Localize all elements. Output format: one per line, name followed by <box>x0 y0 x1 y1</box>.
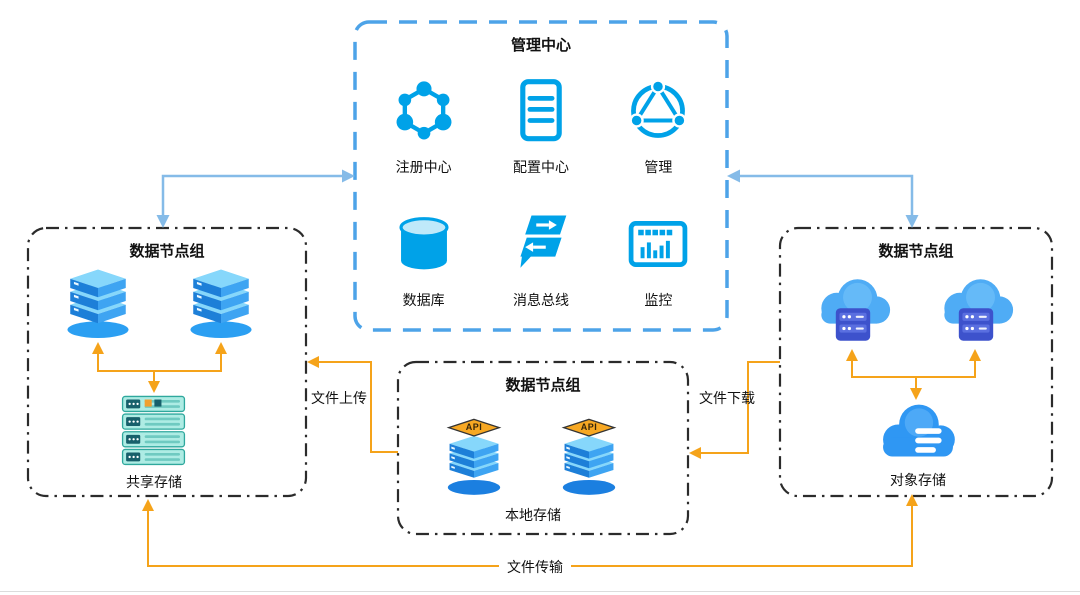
management-label: 管理 <box>644 158 673 175</box>
database-icon <box>386 206 462 282</box>
management-left-link <box>156 169 355 228</box>
center-group-title: 数据节点组 <box>505 377 581 394</box>
right-storage-server2-link <box>916 349 981 378</box>
center-data-node-group-box: 数据节点组 API API 本地存储 <box>398 362 688 534</box>
management-center-box: 管理中心 注册中心 配置中心 管理 数据库 消息总线 <box>355 22 727 330</box>
monitor-icon <box>620 206 696 282</box>
file-download-label: 文件下载 <box>699 390 755 406</box>
registry-label: 注册中心 <box>395 158 452 175</box>
right-group-title: 数据节点组 <box>878 243 954 260</box>
server-icon <box>184 262 258 340</box>
management-center-title: 管理中心 <box>510 37 571 54</box>
api-server-icon: API <box>439 415 509 497</box>
left-group-border <box>26 226 308 498</box>
management-right-link <box>727 169 919 228</box>
message-bus-label: 消息总线 <box>512 291 569 308</box>
left-data-node-group-box: 数据节点组 共享存储 <box>28 228 306 496</box>
right-data-node-group-box: 数据节点组 对象存储 <box>780 228 1052 496</box>
center-group-border <box>396 360 690 536</box>
right-storage-server1-link <box>846 349 922 400</box>
management-icon <box>620 73 696 149</box>
object-storage-label: 对象存储 <box>890 472 946 488</box>
management-icon-grid: 注册中心 配置中心 管理 数据库 消息总线 监控 <box>365 58 717 324</box>
database-label: 数据库 <box>402 291 445 308</box>
mgmt-item-config: 配置中心 <box>482 58 599 191</box>
message-bus-icon <box>503 206 579 282</box>
config-icon <box>503 73 579 149</box>
shared-storage-icon <box>118 392 189 468</box>
file-upload-label: 文件上传 <box>311 390 367 406</box>
monitor-label: 监控 <box>644 291 673 308</box>
left-group-title: 数据节点组 <box>129 243 205 260</box>
config-label: 配置中心 <box>512 158 569 175</box>
mgmt-item-message-bus: 消息总线 <box>482 191 599 324</box>
left-storage-server2-link <box>154 342 227 372</box>
file-upload-arrow <box>307 356 398 453</box>
server-icon <box>61 262 135 340</box>
page-bottom-divider <box>0 591 1080 592</box>
shared-storage-label: 共享存储 <box>126 474 182 490</box>
cloud-server-icon <box>935 272 1017 348</box>
api-badge: API <box>580 422 598 432</box>
cloud-server-icon <box>812 272 894 348</box>
file-transfer-label: 文件传输 <box>499 558 571 576</box>
object-storage-icon <box>875 398 961 466</box>
management-center-border <box>353 20 729 332</box>
file-download-arrow <box>689 361 780 459</box>
mgmt-item-database: 数据库 <box>365 191 482 324</box>
api-badge: API <box>465 422 483 432</box>
registry-icon <box>386 73 462 149</box>
mgmt-item-management: 管理 <box>600 58 717 191</box>
mgmt-item-monitor: 监控 <box>600 191 717 324</box>
local-storage-label: 本地存储 <box>505 507 561 523</box>
api-server-icon: API <box>554 415 624 497</box>
mgmt-item-registry: 注册中心 <box>365 58 482 191</box>
left-storage-server1-link <box>92 342 160 393</box>
